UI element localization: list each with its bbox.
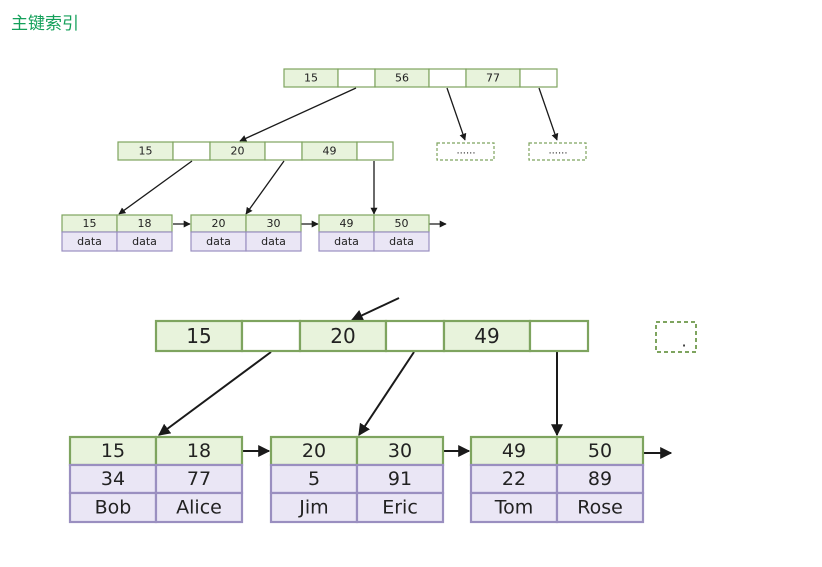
detail-leaf-key: 30 — [388, 440, 412, 462]
detail-internal-key: 20 — [330, 324, 355, 348]
detail-internal-pointer-cell — [528, 319, 590, 353]
detail-leaf-key-cell — [355, 435, 445, 467]
detail-leaf-name-cell — [469, 491, 559, 524]
internal-pointer-cell — [356, 141, 394, 161]
detail-internal-key: 49 — [474, 324, 499, 348]
detail-leaf-name-cell — [555, 491, 645, 524]
detail-leaf-name-cell — [154, 491, 244, 524]
detail-leaf-id: 5 — [308, 468, 320, 490]
leaf-data: data — [132, 235, 157, 248]
leaf-key: 18 — [138, 217, 152, 230]
detail-placeholder-node — [655, 321, 697, 353]
detail-leaf-name: Alice — [176, 497, 222, 519]
internal-to-leaf-arrow — [245, 160, 285, 215]
leaf-data-cell — [116, 231, 173, 252]
leaf-data: data — [77, 235, 102, 248]
detail-internal-key-cell — [298, 319, 388, 353]
detail-leaf-id: 89 — [588, 468, 612, 490]
detail-internal-to-leaf-arrow — [358, 351, 415, 437]
detail-leaf-name: Bob — [95, 497, 132, 519]
root-to-internal-arrow — [239, 87, 357, 142]
detail-leaf-id: 22 — [502, 468, 526, 490]
detail-placeholder-text: . — [681, 332, 686, 351]
detail-internal-to-leaf-arrow — [158, 351, 272, 436]
detail-internal-key-cell — [154, 319, 244, 353]
detail-leaf-key: 50 — [588, 440, 612, 462]
leaf-data: data — [334, 235, 359, 248]
leaf-key: 15 — [83, 217, 97, 230]
detail-leaf-id: 34 — [101, 468, 125, 490]
incoming-arrow — [350, 297, 400, 321]
root-pointer-cell — [519, 68, 558, 88]
detail-leaf-name: Eric — [382, 497, 418, 519]
detail-leaf-name-cell — [355, 491, 445, 524]
leaf-key: 50 — [395, 217, 409, 230]
detail-leaf-id-cell — [555, 463, 645, 495]
root-key: 15 — [304, 72, 318, 85]
leaf-data-cell — [373, 231, 430, 252]
page-heading: 主键索引 — [11, 14, 79, 34]
detail-leaf-name: Tom — [494, 497, 534, 519]
internal-to-leaf-arrow — [118, 160, 193, 215]
detail-internal-key: 15 — [186, 324, 211, 348]
internal-key: 49 — [323, 145, 337, 158]
root-pointer-cell — [337, 68, 376, 88]
detail-leaf-name: Jim — [298, 497, 328, 519]
placeholder-text: ...... — [548, 146, 567, 157]
detail-leaf-key: 20 — [302, 440, 326, 462]
leaf-data-cell — [245, 231, 302, 252]
detail-internal-key-cell — [442, 319, 532, 353]
detail-leaf-key: 49 — [502, 440, 526, 462]
detail-leaf-name: Rose — [577, 497, 623, 519]
detail-leaf-id: 77 — [187, 468, 211, 490]
root-to-placeholder-arrow — [446, 87, 467, 141]
detail-leaf-key: 18 — [187, 440, 211, 462]
internal-pointer-cell — [264, 141, 303, 161]
root-to-placeholder-arrow — [538, 87, 559, 141]
detail-internal-pointer-cell — [240, 319, 302, 353]
detail-leaf-key: 15 — [101, 440, 125, 462]
detail-internal-pointer-cell — [384, 319, 446, 353]
internal-pointer-cell — [172, 141, 211, 161]
leaf-key: 49 — [340, 217, 354, 230]
leaf-key: 20 — [212, 217, 226, 230]
internal-key: 20 — [231, 145, 245, 158]
placeholder-node — [436, 142, 495, 161]
root-key: 77 — [486, 72, 500, 85]
detail-leaf-id: 91 — [388, 468, 412, 490]
root-key: 56 — [395, 72, 409, 85]
leaf-data: data — [206, 235, 231, 248]
placeholder-node — [528, 142, 587, 161]
leaf-data: data — [261, 235, 286, 248]
detail-leaf-key-cell — [154, 435, 244, 467]
internal-key: 15 — [139, 145, 153, 158]
leaf-key: 30 — [267, 217, 281, 230]
detail-leaf-id-cell — [355, 463, 445, 495]
detail-leaf-key-cell — [68, 435, 158, 467]
leaf-data: data — [389, 235, 414, 248]
placeholder-text: ...... — [456, 146, 475, 157]
root-pointer-cell — [428, 68, 467, 88]
